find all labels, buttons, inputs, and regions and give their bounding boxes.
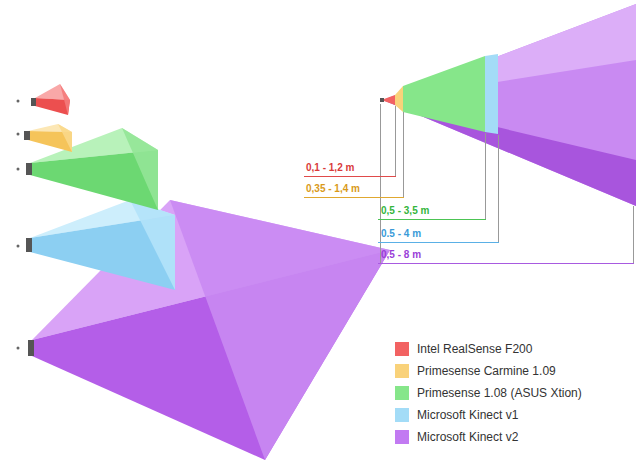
kinect-v2-frustum bbox=[17, 200, 391, 460]
carmine-frustum bbox=[17, 124, 73, 152]
kinect-v1-frustum bbox=[17, 200, 176, 290]
range-label: 0,1 - 1,2 m bbox=[306, 162, 354, 174]
range-label: 0.5 - 4 m bbox=[381, 228, 421, 240]
legend-text: Primesense 1.08 (ASUS Xtion) bbox=[417, 385, 582, 401]
legend-swatch bbox=[395, 430, 409, 444]
legend-text: Microsoft Kinect v2 bbox=[417, 429, 518, 445]
range-label: 0,5 - 3,5 m bbox=[381, 205, 429, 217]
xtion-frustum bbox=[17, 128, 159, 210]
legend-text: Intel RealSense F200 bbox=[417, 341, 532, 357]
legend-swatch bbox=[395, 408, 409, 422]
legend-text: Microsoft Kinect v1 bbox=[417, 407, 518, 423]
legend-swatch bbox=[395, 342, 409, 356]
realsense-frustum bbox=[17, 84, 71, 115]
legend-swatch bbox=[395, 364, 409, 378]
range-label: 0,5 - 8 m bbox=[381, 249, 421, 261]
nested-frustums bbox=[380, 4, 636, 206]
legend-text: Primesense Carmine 1.09 bbox=[417, 363, 556, 379]
leader-lines bbox=[304, 104, 634, 264]
range-label: 0,35 - 1,4 m bbox=[306, 183, 360, 195]
legend-swatch bbox=[395, 386, 409, 400]
